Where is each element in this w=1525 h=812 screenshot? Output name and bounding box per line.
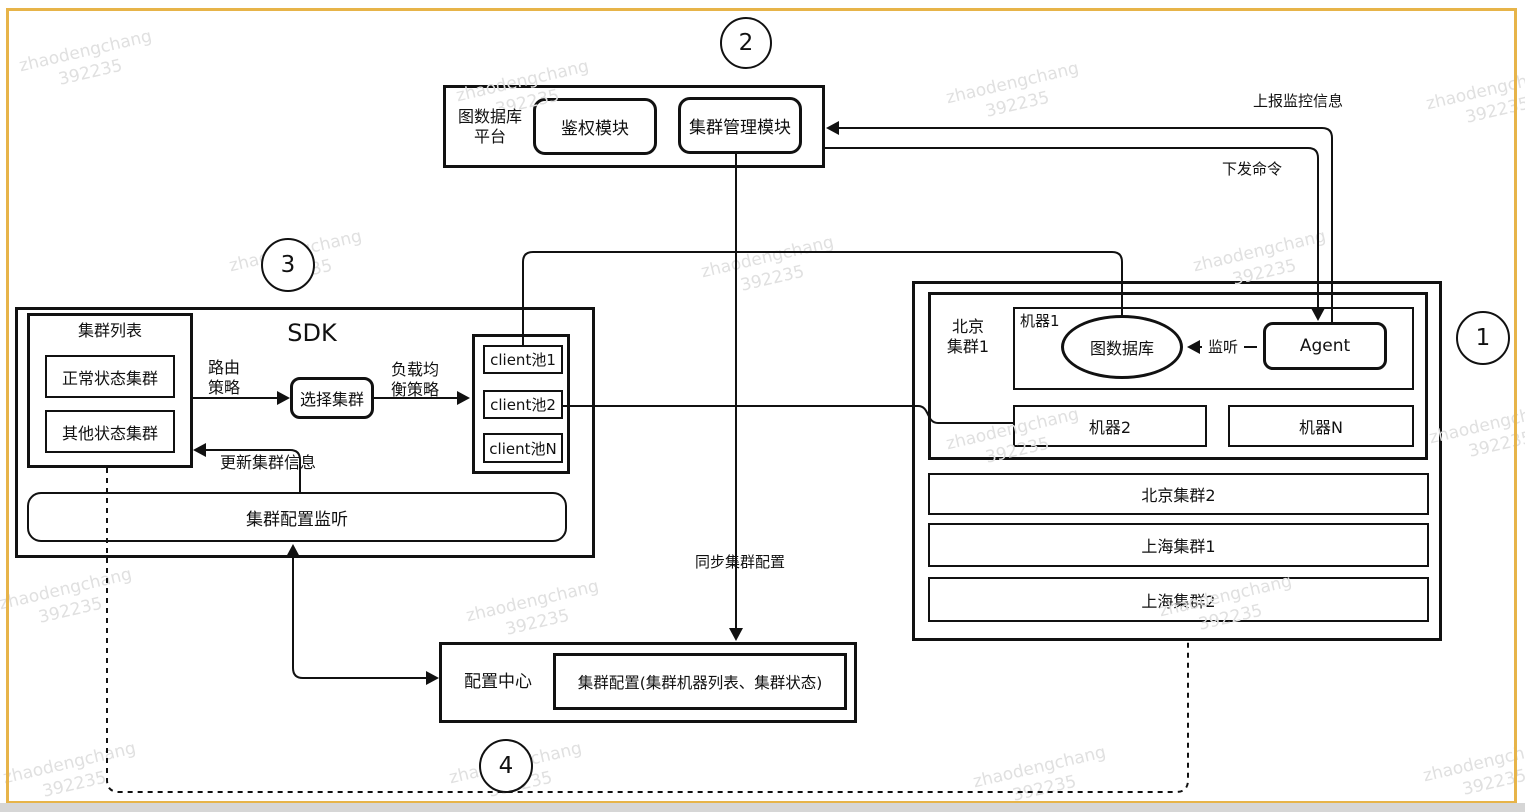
other-state-cluster-box: 其他状态集群 <box>45 410 175 453</box>
bottom-strip <box>0 803 1525 812</box>
normal-state-cluster-label: 正常状态集群 <box>61 368 158 388</box>
platform-title-line2: 平台 <box>473 126 506 146</box>
edge-label-listen: 监听 <box>1202 338 1244 357</box>
client-pool-n-box: client池N <box>483 433 563 463</box>
graph-db-ellipse: 图数据库 <box>1061 315 1183 379</box>
platform-title-line1: 图数据库 <box>457 106 522 126</box>
auth-module-label: 鉴权模块 <box>561 119 629 139</box>
graphdb-platform-title: 图数据库 平台 <box>447 85 533 168</box>
badge-3: 3 <box>261 238 315 292</box>
edge-label-report: 上报监控信息 <box>1252 92 1343 110</box>
sdk-title: SDK <box>287 319 337 347</box>
edge-listener-config-line <box>292 556 427 679</box>
edge-label-route: 路由 策略 <box>208 358 241 397</box>
edge-label-sync: 同步集群配置 <box>694 553 785 571</box>
cluster-mgmt-module-label: 集群管理模块 <box>689 118 791 138</box>
other-state-cluster-label: 其他状态集群 <box>61 423 158 443</box>
shanghai-cluster1-bar: 上海集群1 <box>928 523 1429 567</box>
select-cluster-label: 选择集群 <box>299 390 364 409</box>
shanghai-cluster1-label: 上海集群1 <box>1141 537 1216 556</box>
shanghai-cluster2-label: 上海集群2 <box>1141 591 1216 611</box>
select-cluster-box: 选择集群 <box>290 377 374 419</box>
beijing-cluster2-bar: 北京集群2 <box>928 473 1429 515</box>
config-center-title: 配置中心 <box>443 642 553 723</box>
agent-box: Agent <box>1263 322 1387 370</box>
edge-label-update: 更新集群信息 <box>219 453 316 472</box>
beijing-cluster1-line2: 集群1 <box>946 337 990 356</box>
edge-label-command: 下发命令 <box>1221 160 1282 178</box>
config-listener-box: 集群配置监听 <box>27 492 567 542</box>
machine2-label: 机器2 <box>1088 418 1132 437</box>
graph-db-label: 图数据库 <box>1089 339 1154 358</box>
auth-module-box: 鉴权模块 <box>533 98 657 155</box>
client-pool-1-label: client池1 <box>490 351 556 369</box>
config-center-label: 配置中心 <box>464 671 532 692</box>
badge-4: 4 <box>479 739 533 793</box>
normal-state-cluster-box: 正常状态集群 <box>45 355 175 398</box>
beijing-cluster1-line1: 北京 <box>951 317 984 336</box>
beijing-cluster1-title: 北京 集群1 <box>932 313 1004 361</box>
cluster-mgmt-module-box: 集群管理模块 <box>678 97 802 154</box>
client-pool-n-label: client池N <box>489 439 557 458</box>
edge-label-lb: 负载均 衡策略 <box>391 360 440 399</box>
machineN-label: 机器N <box>1299 418 1343 437</box>
agent-label: Agent <box>1299 336 1351 356</box>
client-pool-2-label: client池2 <box>490 396 556 414</box>
client-pool-2-box: client池2 <box>483 390 563 419</box>
client-pool-1-box: client池1 <box>483 345 563 374</box>
config-listener-label: 集群配置监听 <box>246 509 348 530</box>
beijing-cluster2-label: 北京集群2 <box>1141 486 1216 505</box>
machine2-box: 机器2 <box>1013 405 1207 447</box>
machine1-label: 机器1 <box>1020 312 1060 330</box>
machineN-box: 机器N <box>1228 405 1414 447</box>
cluster-config-box: 集群配置(集群机器列表、集群状态) <box>553 653 847 710</box>
badge-2: 2 <box>720 17 772 69</box>
badge-1: 1 <box>1456 311 1510 365</box>
cluster-list-title: 集群列表 <box>77 321 142 340</box>
cluster-config-label: 集群配置(集群机器列表、集群状态) <box>577 673 823 692</box>
shanghai-cluster2-bar: 上海集群2 <box>928 577 1429 622</box>
